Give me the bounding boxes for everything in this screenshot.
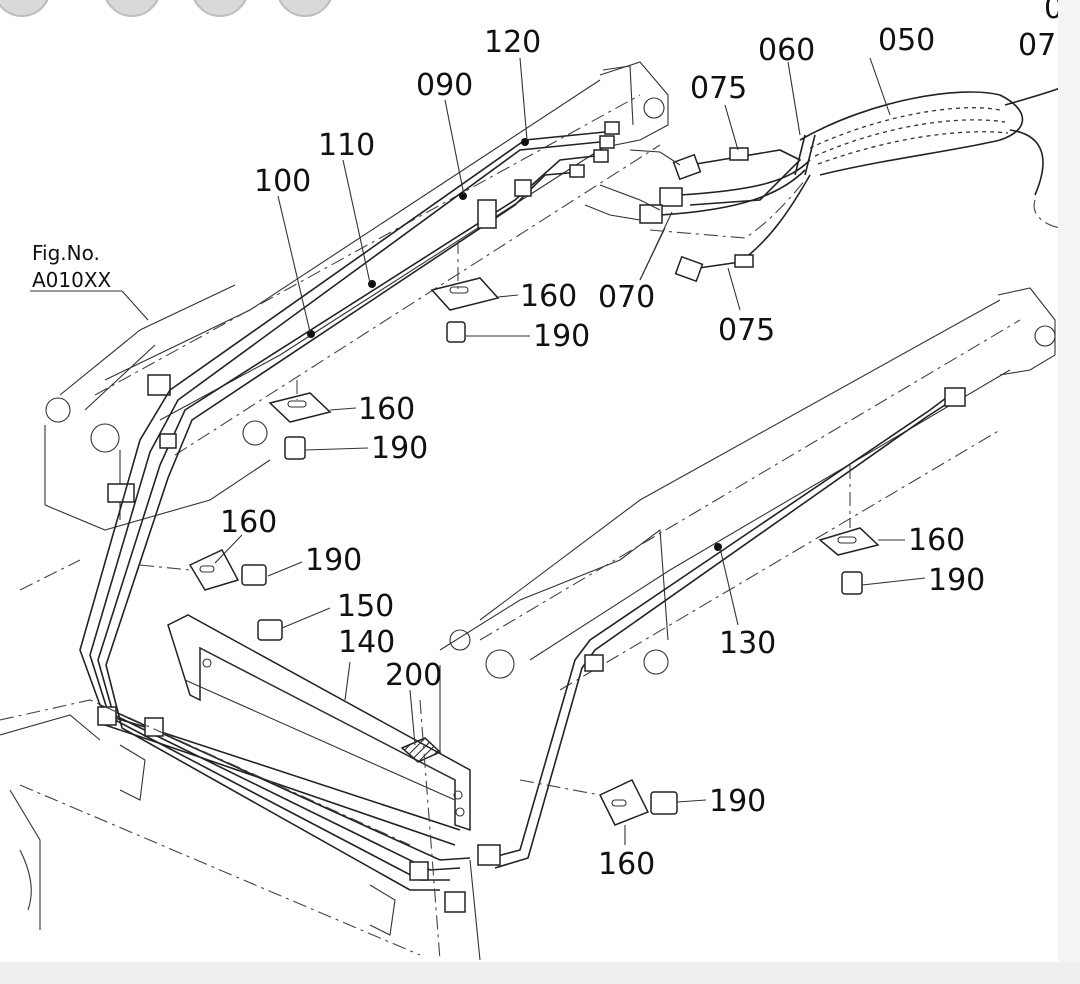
part-label-075-bottom: 075 xyxy=(718,313,775,348)
part-label-160-a: 160 xyxy=(520,279,577,314)
reset-button[interactable] xyxy=(277,0,333,17)
tractor-frame xyxy=(0,699,481,961)
hose-bundle xyxy=(639,87,1061,283)
part-label-100: 100 xyxy=(254,164,311,199)
fig-no-label: Fig.No. xyxy=(32,241,100,265)
zoom-in-button[interactable] xyxy=(104,0,160,17)
part-label-130: 130 xyxy=(719,626,776,661)
bracket-140 xyxy=(167,614,471,832)
viewer-right-margin xyxy=(1058,0,1080,984)
part-label-120: 120 xyxy=(484,25,541,60)
part-label-200: 200 xyxy=(385,658,442,693)
part-label-160-e: 160 xyxy=(598,847,655,882)
pipe-100-marker xyxy=(307,330,315,338)
hydraulic-pipes xyxy=(79,131,966,913)
part-label-190-d: 190 xyxy=(928,563,985,598)
bolt-e xyxy=(650,791,678,815)
leader-lines xyxy=(30,57,926,845)
pipe-fittings-top xyxy=(159,121,681,449)
part-label-190-c: 190 xyxy=(305,543,362,578)
viewer-bottom-margin xyxy=(0,962,1080,984)
zoom-out-button[interactable] xyxy=(0,0,50,17)
clamp-plate-a xyxy=(430,277,500,311)
part-label-070: 070 xyxy=(598,280,655,315)
clamp-plate-e xyxy=(598,779,650,826)
part-label-075-top: 075 xyxy=(690,71,747,106)
part-label-07-partial: 07 xyxy=(1018,28,1056,63)
part-label-190-b: 190 xyxy=(371,431,428,466)
part-label-140: 140 xyxy=(338,625,395,660)
part-label-110: 110 xyxy=(318,128,375,163)
part-label-050: 050 xyxy=(878,23,935,58)
part-labels: Fig.No. A010XX 120 090 110 100 060 050 0… xyxy=(32,0,1063,882)
fig-no-value: A010XX xyxy=(32,268,112,292)
bolt-d xyxy=(841,571,863,595)
clamp-plate-d xyxy=(818,527,880,556)
label-plate-200 xyxy=(400,737,442,763)
bolt-a xyxy=(446,321,466,343)
zoom-toolbar xyxy=(0,0,333,17)
part-label-160-b: 160 xyxy=(358,392,415,427)
part-label-060: 060 xyxy=(758,33,815,68)
bolt-150 xyxy=(257,619,283,641)
right-loader-arm xyxy=(439,287,1056,760)
part-label-160-d: 160 xyxy=(908,523,965,558)
part-label-150: 150 xyxy=(337,589,394,624)
bolt-b xyxy=(284,436,306,460)
left-loader-arm xyxy=(19,61,669,591)
part-label-090: 090 xyxy=(416,68,473,103)
bolt-c xyxy=(241,564,267,586)
clamps-and-bolts xyxy=(139,240,880,826)
fit-button[interactable] xyxy=(192,0,248,17)
pipe-120-marker xyxy=(521,138,529,146)
part-label-190-e: 190 xyxy=(709,784,766,819)
part-label-190-a: 190 xyxy=(533,319,590,354)
pipe-090-marker xyxy=(459,192,467,200)
part-label-160-c: 160 xyxy=(220,505,277,540)
